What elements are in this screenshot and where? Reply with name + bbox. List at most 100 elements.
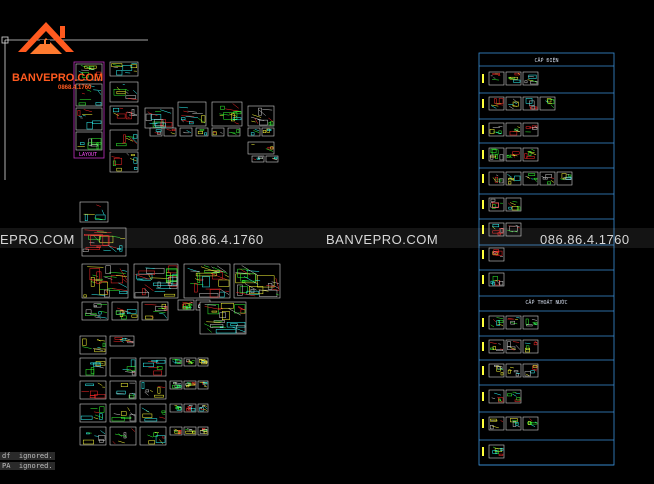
drawing-sheet[interactable]	[489, 273, 504, 286]
command-history-line-1: df ignored.	[0, 452, 55, 460]
drawing-sheet[interactable]	[506, 340, 521, 353]
drawing-sheet[interactable]	[184, 404, 196, 412]
drawing-sheet[interactable]	[178, 300, 194, 310]
drawing-sheet[interactable]	[252, 156, 264, 162]
drawing-sheet[interactable]	[110, 404, 136, 422]
drawing-sheet[interactable]	[198, 404, 208, 412]
drawing-sheet[interactable]	[80, 336, 106, 354]
drawing-sheet[interactable]	[170, 404, 182, 412]
drawing-sheet[interactable]	[262, 128, 274, 136]
right-legend-panel[interactable]	[479, 53, 614, 465]
drawing-sheet[interactable]	[523, 340, 538, 353]
drawing-sheet[interactable]	[523, 172, 538, 185]
drawing-sheet[interactable]	[489, 364, 504, 377]
drawing-sheet[interactable]	[150, 128, 162, 136]
drawing-sheet[interactable]	[110, 82, 138, 102]
drawing-sheet[interactable]	[196, 128, 208, 136]
drawing-sheet[interactable]	[80, 202, 108, 222]
drawing-sheet[interactable]	[82, 302, 108, 320]
drawing-sheet[interactable]	[184, 427, 196, 435]
drawing-sheet[interactable]	[523, 123, 538, 136]
drawing-sheet[interactable]	[80, 404, 106, 422]
drawing-sheet[interactable]	[506, 148, 521, 161]
drawing-sheet[interactable]	[540, 172, 555, 185]
drawing-sheet[interactable]	[80, 427, 106, 445]
drawing-sheet[interactable]	[489, 316, 504, 329]
drawing-sheet[interactable]	[266, 156, 278, 162]
drawing-sheet[interactable]	[170, 381, 182, 389]
drawing-sheet[interactable]	[76, 132, 102, 150]
drawing-sheet[interactable]	[523, 72, 538, 85]
drawing-sheet[interactable]	[80, 358, 106, 376]
drawing-sheet[interactable]	[248, 106, 274, 126]
drawing-sheet[interactable]	[506, 198, 521, 211]
drawing-sheet[interactable]	[198, 358, 208, 366]
drawing-sheet[interactable]	[170, 358, 182, 366]
drawing-sheet[interactable]	[178, 102, 206, 126]
drawing-sheet[interactable]	[506, 316, 521, 329]
drawing-sheet[interactable]	[489, 72, 504, 85]
drawing-sheet[interactable]	[184, 264, 230, 298]
drawing-sheet[interactable]	[248, 142, 274, 154]
drawing-sheet[interactable]	[506, 123, 521, 136]
drawing-sheet[interactable]	[506, 364, 521, 377]
drawing-sheet[interactable]	[489, 390, 504, 403]
drawing-sheet[interactable]	[506, 417, 521, 430]
drawing-sheet[interactable]	[110, 358, 136, 376]
drawing-sheet[interactable]	[134, 264, 178, 298]
drawing-sheet[interactable]	[523, 148, 538, 161]
drawing-sheet[interactable]	[198, 381, 208, 389]
drawing-sheet[interactable]	[76, 108, 102, 130]
drawing-sheet[interactable]	[110, 381, 136, 399]
drawing-sheet[interactable]	[489, 248, 504, 261]
drawing-sheet[interactable]	[489, 198, 504, 211]
drawing-sheet[interactable]	[523, 97, 538, 110]
drawing-sheet[interactable]	[142, 302, 168, 320]
drawing-sheet[interactable]	[82, 264, 128, 298]
drawing-sheet[interactable]	[212, 102, 242, 126]
drawing-sheet[interactable]	[112, 302, 138, 320]
drawing-sheet[interactable]	[489, 148, 504, 161]
drawing-sheet[interactable]	[489, 340, 504, 353]
drawing-sheet[interactable]	[489, 417, 504, 430]
drawing-sheets[interactable]	[76, 62, 280, 445]
drawing-sheet[interactable]	[523, 364, 538, 377]
drawing-sheet[interactable]	[140, 358, 166, 376]
drawing-sheet[interactable]	[164, 128, 176, 136]
drawing-sheet[interactable]	[228, 128, 240, 136]
drawing-sheet[interactable]	[506, 97, 521, 110]
drawing-sheet[interactable]	[506, 390, 521, 403]
drawing-sheet[interactable]	[110, 427, 136, 445]
drawing-sheet[interactable]	[523, 316, 538, 329]
drawing-sheet[interactable]	[489, 445, 504, 458]
drawing-sheet[interactable]	[248, 128, 260, 136]
drawing-sheet[interactable]	[140, 427, 166, 445]
drawing-sheet[interactable]	[557, 172, 572, 185]
drawing-sheet[interactable]	[80, 381, 106, 399]
drawing-sheet[interactable]	[110, 62, 138, 76]
drawing-sheet[interactable]	[110, 336, 134, 346]
watermark-site-left: EPRO.COM	[0, 232, 75, 247]
drawing-sheet[interactable]	[234, 264, 280, 298]
drawing-sheet[interactable]	[523, 417, 538, 430]
drawing-sheet[interactable]	[140, 404, 166, 422]
drawing-sheet[interactable]	[110, 106, 138, 124]
drawing-sheet[interactable]	[110, 130, 138, 150]
drawing-sheet[interactable]	[140, 381, 166, 399]
drawing-sheet[interactable]	[212, 128, 224, 136]
drawing-sheet[interactable]	[506, 172, 521, 185]
drawing-sheet[interactable]	[540, 97, 555, 110]
drawing-sheet[interactable]	[184, 381, 196, 389]
drawing-sheet[interactable]	[198, 427, 208, 435]
drawing-sheet[interactable]	[110, 152, 138, 172]
drawing-sheet[interactable]	[489, 97, 504, 110]
drawing-sheet[interactable]	[200, 302, 246, 334]
drawing-sheet[interactable]	[170, 427, 182, 435]
drawing-sheet[interactable]	[489, 172, 504, 185]
drawing-sheet[interactable]	[145, 108, 173, 128]
drawing-sheet[interactable]	[506, 72, 521, 85]
drawing-sheet[interactable]	[184, 358, 196, 366]
drawing-sheet[interactable]	[489, 123, 504, 136]
drawing-sheet[interactable]	[180, 128, 192, 136]
